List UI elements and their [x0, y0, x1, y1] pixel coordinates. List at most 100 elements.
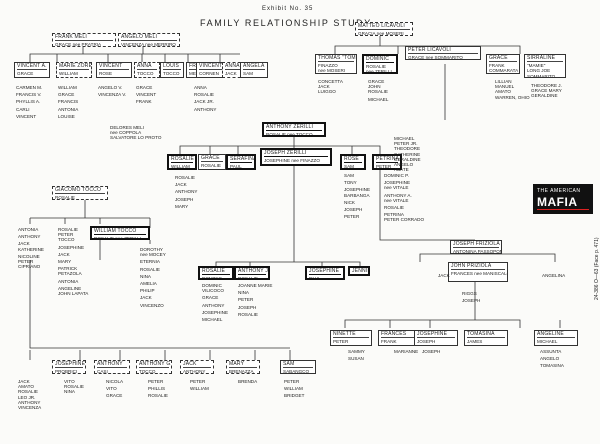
- descendant-name: GRACE MARY: [531, 88, 562, 94]
- family-member-name: PETER: [333, 339, 349, 345]
- descendant-name: JOSEPH: [238, 304, 257, 310]
- family-member-name: LONG JOE: [527, 68, 551, 74]
- family-head-name: VINCENT: [199, 63, 223, 71]
- descendant-name: JOSEPHINE: [58, 244, 85, 250]
- descendant-name: GRACE: [58, 92, 75, 98]
- family-box-anna: ANNATOCCOTOCCO: [134, 62, 160, 78]
- family-member-name: ROSALIE: [201, 163, 221, 169]
- descendant-name: VINCENZA V.: [98, 92, 127, 98]
- family-member-name: CAMMARATA: [467, 344, 505, 345]
- descendant-name: ANTHONY: [175, 189, 198, 195]
- family-member-name: SABANGCO: [283, 369, 310, 374]
- family-head-name: PETRINA: [376, 156, 400, 164]
- descendant-name: NICOLINE: [18, 253, 40, 259]
- descendant-name: FRANK: [136, 99, 152, 105]
- family-box-mary: MARYBRENAZZAPETER: [226, 360, 260, 374]
- descendant-name: JOSEPHINE: [384, 180, 411, 186]
- family-box-josephine-j: JOSEPHINEJOSEPHMATRANGA: [414, 330, 458, 346]
- family-box-marie: MARIE ZOREWILLIAMTOCCO: [56, 62, 92, 78]
- descendant-name: NICK: [344, 199, 355, 205]
- descendant-name: THEODORE: [394, 146, 421, 152]
- family-member-name: SERRA: [344, 169, 362, 170]
- family-head-name: ANTHONY J.: [238, 268, 270, 276]
- family-box-angeline: ANGELINEMICHAELPOLIZZI: [534, 330, 578, 346]
- descendant-name: SALVATORE LO PROTO: [110, 135, 162, 141]
- family-head-name: WILLIAM TOCCO: [94, 228, 146, 236]
- descendant-name: ANTHONY: [18, 234, 41, 240]
- family-head-name: GRACE: [489, 55, 517, 63]
- family-member-name: PETER: [376, 164, 392, 170]
- family-head-name: JOSEPHINE: [417, 331, 455, 339]
- descendant-name: MANUEL: [495, 84, 515, 90]
- descendant-name: SAM: [344, 173, 354, 178]
- descendant-list-col-william: WILLIAM GRACE FRANCIS ANTONIA LOUISE: [56, 84, 80, 120]
- descendant-name: PETRINA: [384, 212, 404, 218]
- descendant-name: NINA: [140, 273, 151, 279]
- family-member-name: WILLIAM: [171, 164, 190, 170]
- family-member-name: GRACE nee SOMMARITO: [408, 55, 463, 60]
- family-member-name: CASI: [97, 369, 108, 374]
- descendant-name: VITO: [64, 379, 75, 384]
- descendant-name: JOSEPH: [422, 349, 441, 354]
- descendant-name: VINCENT: [136, 92, 157, 98]
- descendant-name: CONCETTA: [318, 79, 343, 84]
- descendant-name: ROSALIE: [140, 266, 160, 272]
- descendant-name: VILICOCO: [202, 288, 224, 294]
- descendant-name: VITO: [106, 386, 117, 392]
- family-head-name: VINCENT A.: [17, 63, 47, 71]
- descendant-name: DOROTHY: [140, 247, 163, 252]
- descendant-name: KATHERINE: [18, 246, 44, 252]
- descendant-name: MICHAEL: [202, 317, 223, 323]
- descendant-name: nee MOCEY: [140, 252, 166, 258]
- descendant-name: ROSALIE: [194, 92, 214, 98]
- descendant-list-col-j: JACK: [436, 272, 452, 279]
- descendant-name: MICHAEL: [368, 96, 389, 102]
- descendant-name: LEO JR.: [18, 394, 36, 400]
- descendant-name: FRANCIS V.: [16, 92, 42, 98]
- family-member-name: TOCCO: [171, 169, 193, 170]
- family-box-vincent-r: VINCENTROSEnee MARIO: [96, 62, 132, 78]
- family-head-name: GIACOMO TOCCO: [55, 187, 105, 195]
- family-box-tomasina: TOMASINAJAMESCAMMARATA: [464, 330, 508, 346]
- family-member-name: ROSALIE: [238, 276, 258, 280]
- descendant-name: JACK: [175, 182, 187, 188]
- descendant-list-col-nicola: NICOLA VITO GRACE: [104, 378, 125, 400]
- descendant-list-col-william2: PETER WILLIAM BRIDGET: [282, 378, 306, 400]
- descendant-name: JACK: [438, 273, 450, 278]
- descendant-name: ANGELO: [540, 356, 560, 362]
- descendant-name: WILLIAM: [284, 386, 303, 392]
- descendant-name: TONY: [344, 180, 357, 186]
- family-box-louis: LOUISTOCCOGRECO: [160, 62, 184, 78]
- descendant-name: MARIANNE: [394, 349, 419, 354]
- family-member-name: TOCCO: [137, 71, 154, 77]
- descendant-list-col-joanne: JOANNE MARIE NINA PETER JOSEPH ROSALIE: [236, 282, 274, 318]
- family-head-name: JENNIE: [352, 268, 370, 274]
- descendant-name: GRACE: [202, 295, 219, 301]
- family-member-name: DOMINIC: [202, 276, 222, 280]
- family-member-name: WILLIAM: [59, 71, 78, 77]
- family-head-name: ROSALIE: [171, 156, 195, 164]
- descendant-name: PETER: [284, 379, 300, 384]
- family-box-angela: ANGELASAMLUCIDO: [240, 62, 268, 78]
- descendant-name: WILLIAM: [190, 386, 209, 392]
- descendant-name: ANTHONY: [18, 399, 41, 405]
- descendant-name: GRACE: [136, 85, 153, 90]
- family-head-name: ANTHONY G.: [139, 361, 172, 369]
- descendant-name: TOMASINA: [540, 363, 564, 369]
